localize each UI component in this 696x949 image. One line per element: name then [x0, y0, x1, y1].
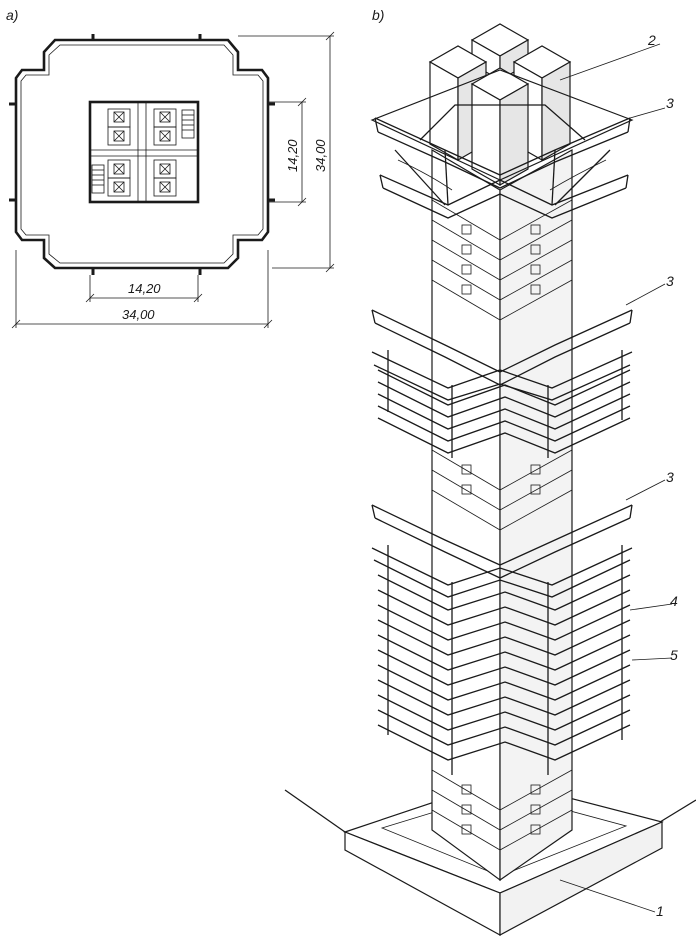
horizontal-dimensions: [11, 250, 273, 329]
rooftop-blocks: [428, 23, 572, 187]
callout-3-lower: 3: [666, 469, 674, 485]
panel-a-label: a): [6, 7, 18, 23]
callout-1: 1: [656, 903, 664, 919]
callout-2: 2: [647, 32, 656, 48]
panel-b-label: b): [372, 7, 384, 23]
callout-3-middle: 3: [666, 273, 674, 289]
core-width-label: 14,20: [128, 281, 161, 296]
lower-floor-block: [371, 504, 633, 775]
perimeter-columns: [9, 34, 275, 275]
leader-lines: [559, 43, 673, 913]
vertical-dimensions: [238, 31, 335, 273]
plan-core: [88, 100, 200, 204]
middle-floor-block: [371, 309, 633, 458]
callout-4: 4: [670, 593, 678, 609]
callout-3-top: 3: [666, 95, 674, 111]
plan-inner-outline: [20, 44, 264, 264]
floor-plan: a): [6, 7, 335, 329]
core-height-label: 14,20: [285, 139, 300, 172]
total-width-label: 34,00: [122, 307, 155, 322]
callout-5: 5: [670, 647, 678, 663]
tower-axonometric: b): [284, 7, 696, 937]
top-truss: [370, 69, 634, 219]
total-height-label: 34,00: [313, 139, 328, 172]
core-shaft: [431, 148, 573, 882]
